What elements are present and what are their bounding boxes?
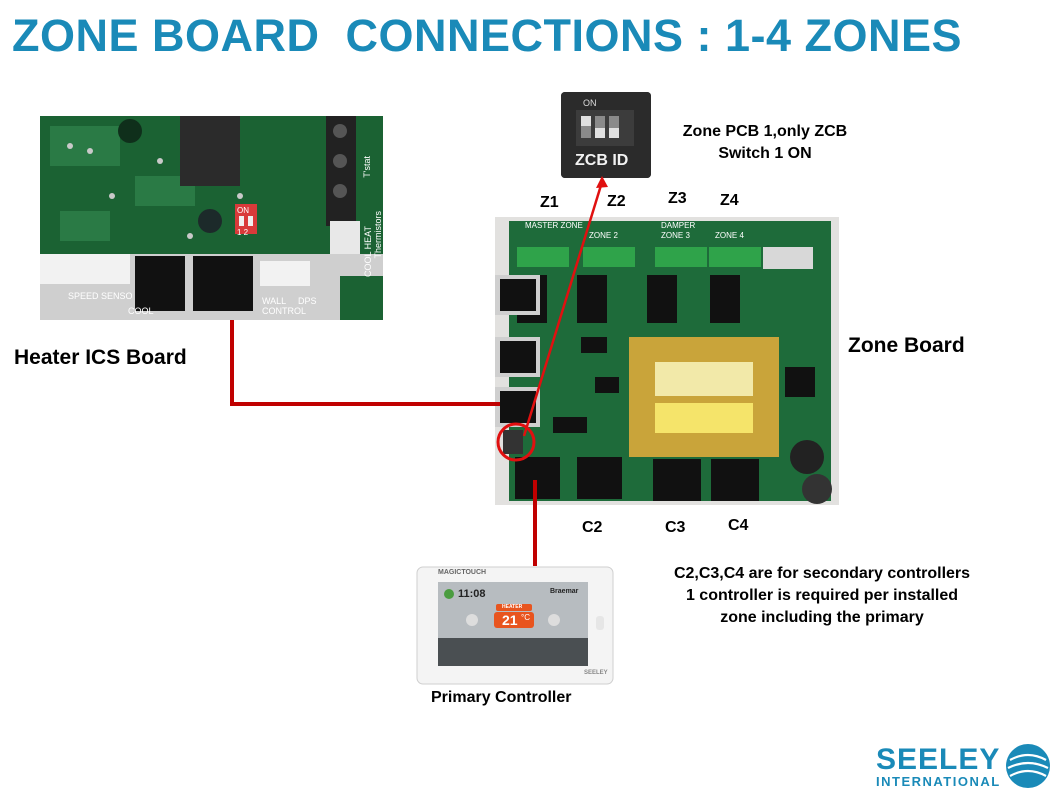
controller-temp: 21 [502,612,518,628]
zone-label-z3: Z3 [668,190,687,207]
master-zone-print: MASTER ZONE [525,221,583,230]
zcb-note-line2: Switch 1 ON [718,145,812,162]
thermistors-print: Thermistors [373,211,383,259]
zone-label-z1: Z1 [540,194,559,211]
zcb-dip-switch-photo: ON ZCB ID [561,92,651,178]
tstat-print: T'stat [362,156,372,178]
logo-main-text: SEELEY [876,743,1001,776]
note-line3: zone including the primary [720,609,924,626]
zcb-note: Zone PCB 1,only ZCB Switch 1 ON [670,121,860,165]
page-title: ZONE BOARD CONNECTIONS : 1-4 ZONES [12,10,963,61]
speed-sensor-print: SPEED SENSO [68,291,133,301]
zone-board-graphic [495,217,839,505]
zone-board-label: Zone Board [848,334,965,357]
dip-nums-print: 1 2 [237,228,249,237]
port-label-c2: C2 [582,519,603,536]
primary-controller-device: MAGICTOUCH 11:08 HEATER 21 °C Braemar SE… [416,566,614,685]
zone2-print: ZONE 2 [589,231,618,240]
dps-print: DPS [298,296,317,306]
damper-print: DAMPER [661,221,696,230]
cool-heat-print: COOL HEAT [363,226,373,278]
zcb-id-print: ZCB ID [575,152,629,169]
wall-control-print: CONTROL [262,306,307,316]
dip-photo-on: ON [583,98,597,108]
wall-print: WALL [262,296,287,306]
dip-on-print: ON [237,206,249,215]
controller-time: 11:08 [458,588,486,600]
controller-maker: Braemar [550,588,579,595]
zone-label-z2: Z2 [607,193,626,210]
heater-board-graphic [40,116,383,320]
heater-to-zone-wire [230,320,500,406]
heater-ics-board-photo: SPEED SENSO COOL WALL CONTROL DPS COOL H… [40,116,383,320]
logo-sub-text: INTERNATIONAL [876,774,1001,789]
controller-brand: MAGICTOUCH [438,569,487,576]
port-label-c3: C3 [665,519,686,536]
note-line1: C2,C3,C4 are for secondary controllers [673,565,971,582]
note-line2: 1 controller is required per installed [685,587,959,604]
zone3-print: ZONE 3 [661,231,690,240]
zone-board-photo: MASTER ZONE ZONE 2 ZONE 3 ZONE 4 DAMPER [495,217,839,505]
zone-label-z4: Z4 [720,192,739,209]
zcb-note-line1: Zone PCB 1,only ZCB [682,123,848,140]
cool-print: COOL [128,306,154,316]
controller-graphic [416,566,614,685]
controller-temp-unit: °C [521,613,530,622]
seeley-logo: SEELEY INTERNATIONAL [876,745,1001,789]
heater-ics-board-label: Heater ICS Board [14,346,187,369]
globe-icon [1006,744,1050,788]
secondary-controllers-note: C2,C3,C4 are for secondary controllers 1… [640,563,1004,629]
dip-switch-graphic [561,92,651,178]
controller-mode: HEATER [502,604,523,610]
port-label-c4: C4 [728,517,749,534]
controller-footer-brand: SEELEY [584,670,608,676]
primary-controller-label: Primary Controller [431,689,572,706]
zone4-print: ZONE 4 [715,231,744,240]
